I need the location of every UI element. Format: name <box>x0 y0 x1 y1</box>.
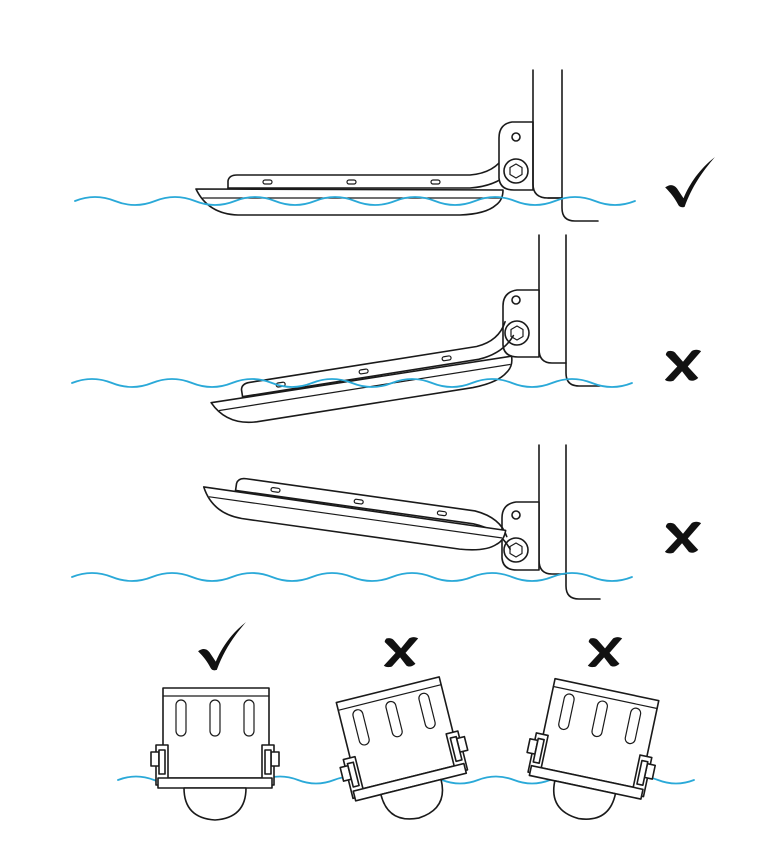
side-view-tilted-up <box>71 444 702 600</box>
front-view-tilted-right <box>515 637 670 833</box>
check-icon <box>665 157 715 208</box>
side-view-tilted-down <box>71 234 702 424</box>
cross-icon <box>587 637 623 668</box>
check-icon <box>198 622 246 671</box>
side-view-level <box>74 69 715 222</box>
cross-icon <box>664 521 702 554</box>
front-view-level <box>150 622 280 821</box>
front-view-tilted-left <box>323 637 482 835</box>
cross-icon <box>383 637 419 668</box>
cross-icon <box>664 349 702 382</box>
